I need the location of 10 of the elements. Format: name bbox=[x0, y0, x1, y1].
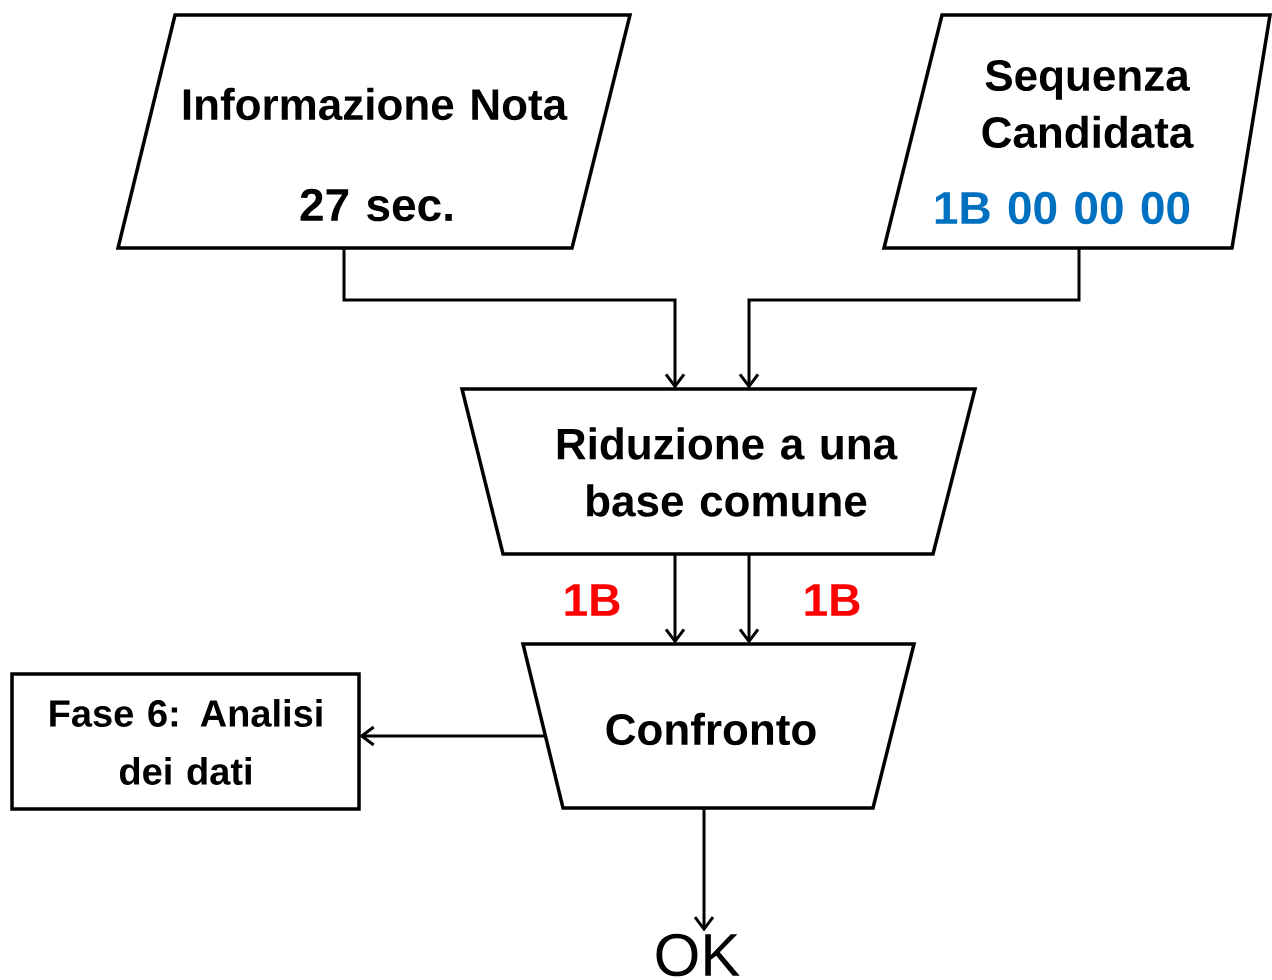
edge-label: 1B bbox=[561, 583, 623, 617]
arrow bbox=[738, 554, 760, 644]
edge-label: 1B bbox=[801, 583, 863, 617]
arrow bbox=[738, 248, 1081, 389]
output-text: OK bbox=[656, 933, 740, 977]
arrow bbox=[693, 808, 715, 932]
arrow bbox=[342, 248, 686, 389]
process-box: Fase 6: Analisi dei dati bbox=[10, 672, 361, 811]
arrow bbox=[664, 554, 686, 644]
arrow bbox=[359, 725, 547, 747]
